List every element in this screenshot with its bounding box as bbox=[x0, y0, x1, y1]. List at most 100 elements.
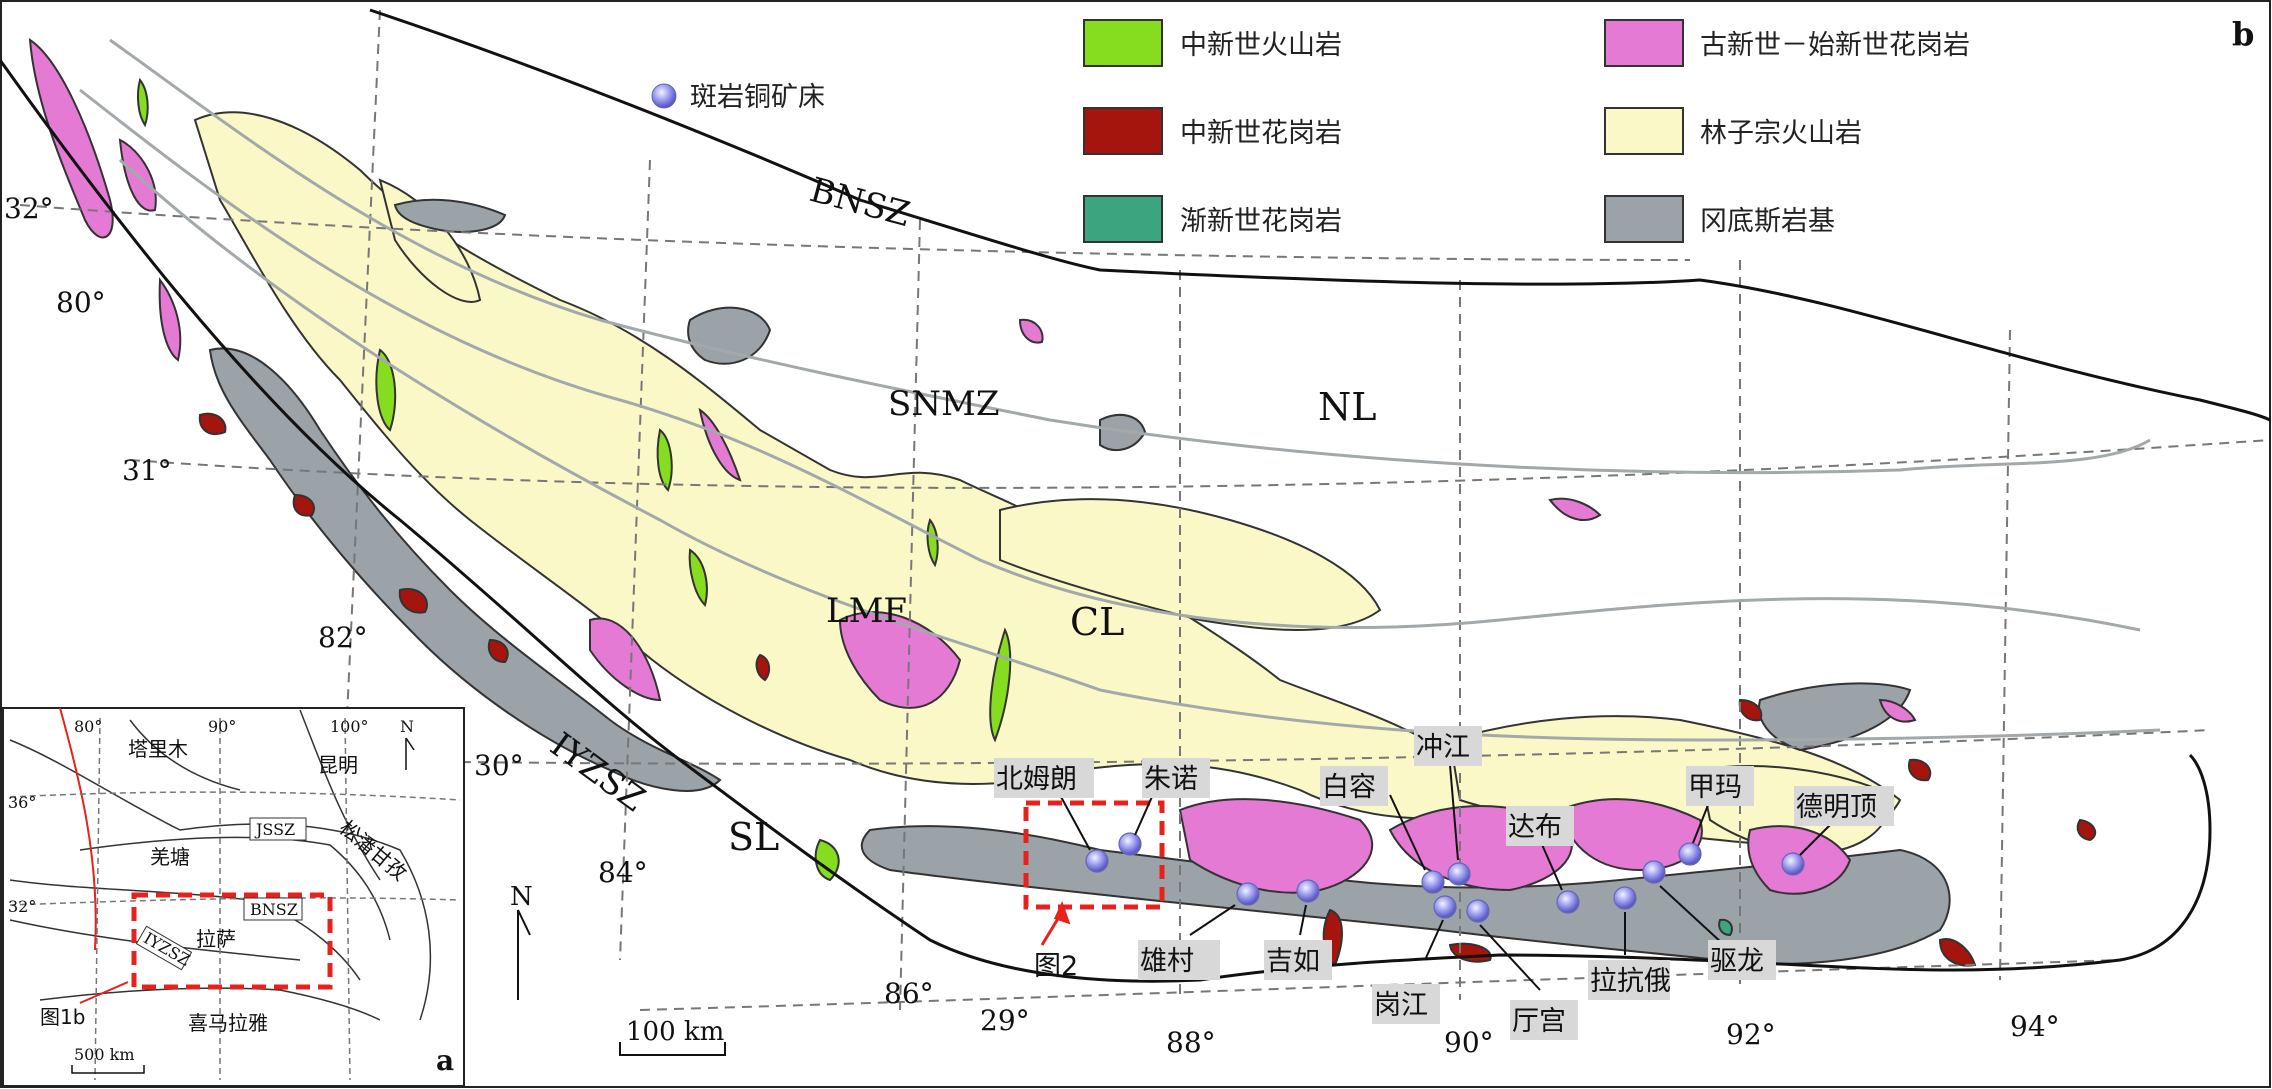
zone-sl: SL bbox=[728, 815, 779, 859]
lon-82: 82° bbox=[318, 621, 368, 654]
label-dabu: 达布 bbox=[1508, 812, 1562, 843]
legend-label-4: 林子宗火山岩 bbox=[1700, 118, 1862, 149]
label-demingding: 德明顶 bbox=[1796, 792, 1877, 823]
deposit-bairong[interactable] bbox=[1421, 870, 1445, 894]
deposit-lakang-e[interactable] bbox=[1613, 886, 1637, 910]
inset-place-qiangtang: 羌塘 bbox=[150, 845, 190, 869]
inset-lon-100: 100° bbox=[330, 717, 369, 736]
miocene-volcanic-5 bbox=[688, 548, 708, 607]
pe-granite-11 bbox=[698, 407, 742, 482]
label-tinggong: 厅宫 bbox=[1512, 1006, 1566, 1037]
inset-lat-32: 32° bbox=[8, 897, 36, 916]
inset-study-box bbox=[131, 892, 333, 990]
inset-jssz-box bbox=[249, 817, 307, 841]
linzizong-volcanic-north bbox=[999, 498, 1382, 631]
label-chongjiang: 冲江 bbox=[1416, 732, 1470, 763]
fig2-box[interactable] bbox=[1023, 800, 1165, 910]
inset-place-lhasa: 拉萨 bbox=[196, 927, 236, 951]
pe-granite-5 bbox=[838, 611, 962, 709]
lon-84: 84° bbox=[598, 856, 648, 889]
lat-29: 29° bbox=[980, 1004, 1030, 1037]
legend-swatches bbox=[1083, 19, 1684, 243]
label-beimulang: 北姆朗 bbox=[996, 764, 1077, 795]
miocene-granite-8 bbox=[1908, 758, 1932, 782]
pe-granite-1 bbox=[28, 38, 114, 239]
deposit-jiama[interactable] bbox=[1678, 842, 1702, 866]
legend-label-1: 中新世花岗岩 bbox=[1180, 118, 1342, 149]
inset-north-label: N bbox=[400, 717, 414, 736]
fig2-label[interactable]: 图2 bbox=[1034, 951, 1078, 982]
legend-label-2: 渐新世花岗岩 bbox=[1180, 206, 1342, 237]
deposit-gangjiang[interactable] bbox=[1433, 895, 1457, 919]
inset-place-himalaya: 喜马拉雅 bbox=[188, 1011, 268, 1035]
pe-granite-4 bbox=[589, 617, 662, 702]
inset-lat-36: 36° bbox=[8, 793, 36, 812]
miocene-volcanic-6 bbox=[814, 838, 840, 882]
zone-snmz: SNMZ bbox=[888, 384, 999, 424]
pe-granite-10 bbox=[1018, 318, 1044, 344]
label-xiongcun: 雄村 bbox=[1140, 946, 1194, 977]
north-arrow bbox=[517, 909, 531, 1000]
deposit-beimulang[interactable] bbox=[1085, 849, 1109, 873]
label-lakang-e: 拉抗俄 bbox=[1590, 966, 1671, 997]
lon-94: 94° bbox=[2010, 1010, 2060, 1043]
deposit-zhunuo[interactable] bbox=[1118, 832, 1142, 856]
inset-lon-90: 90° bbox=[208, 717, 236, 736]
inset-fig-label: 图1b bbox=[40, 1005, 85, 1029]
deposit-jiru[interactable] bbox=[1296, 879, 1320, 903]
pe-granite-13 bbox=[1878, 698, 1917, 723]
zone-lmf: LMF bbox=[826, 591, 907, 631]
lat-32: 32° bbox=[4, 192, 54, 225]
lon-90: 90° bbox=[1444, 1026, 1494, 1059]
deposit-demingding[interactable] bbox=[1781, 852, 1805, 876]
inset-red-arrow bbox=[79, 981, 129, 1004]
inset-suture-jssz: JSSZ bbox=[254, 820, 295, 839]
inset-north-arrow bbox=[405, 737, 415, 770]
deposit-tinggong[interactable] bbox=[1466, 899, 1490, 923]
label-jiama: 甲玛 bbox=[1688, 772, 1742, 803]
miocene-granite-7 bbox=[1738, 698, 1763, 722]
deposit-chongjiang[interactable] bbox=[1447, 862, 1471, 886]
miocene-granite-3 bbox=[398, 588, 428, 614]
deposit-qulong[interactable] bbox=[1642, 860, 1666, 884]
legend-swatch-5 bbox=[1604, 195, 1684, 243]
inset-grid bbox=[9, 717, 461, 1081]
deposit-legend-label: 斑岩铜矿床 bbox=[690, 82, 825, 113]
miocene-granite-1 bbox=[198, 412, 227, 435]
fig2-arrow bbox=[1040, 901, 1071, 946]
zone-nl: NL bbox=[1318, 385, 1376, 429]
pe-granite-12 bbox=[1548, 497, 1602, 521]
deposit-label-bg bbox=[994, 726, 1894, 1040]
lat-31: 31° bbox=[122, 454, 172, 487]
inset-border-red bbox=[59, 707, 97, 951]
legend-swatch-0 bbox=[1083, 19, 1163, 67]
deposit-dabu[interactable] bbox=[1556, 890, 1580, 914]
graticule bbox=[19, 9, 2271, 1011]
zone-cl: CL bbox=[1070, 600, 1124, 644]
inset-iyzsz-box bbox=[135, 925, 193, 971]
legend-swatch-1 bbox=[1083, 107, 1163, 155]
granite-body-bnsz bbox=[393, 198, 507, 233]
label-jiru: 吉如 bbox=[1266, 946, 1320, 977]
label-gangjiang: 岗江 bbox=[1374, 990, 1428, 1021]
lon-92: 92° bbox=[1726, 1018, 1776, 1051]
legend-label-3: 古新世－始新世花岗岩 bbox=[1700, 30, 1970, 61]
inset-place-tarim: 塔里木 bbox=[128, 737, 188, 761]
inset-bnsz-box bbox=[243, 897, 303, 921]
legend-label-5: 冈底斯岩基 bbox=[1700, 206, 1835, 237]
inset-suture-bnsz: BNSZ bbox=[250, 900, 298, 919]
legend-swatch-3 bbox=[1604, 19, 1684, 67]
inset-lon-80: 80° bbox=[74, 717, 102, 736]
miocene-granite-4 bbox=[487, 638, 509, 664]
miocene-granite-11 bbox=[755, 653, 771, 682]
miocene-granite-10 bbox=[1938, 938, 1977, 967]
lon-88: 88° bbox=[1166, 1026, 1216, 1059]
legend-swatch-2 bbox=[1083, 195, 1163, 243]
inset-scale-bar bbox=[71, 1065, 145, 1074]
deposit-markers[interactable] bbox=[1085, 832, 1805, 923]
oligocene-granite-1 bbox=[1718, 918, 1733, 937]
lon-86: 86° bbox=[884, 977, 934, 1010]
deposit-xiongcun[interactable] bbox=[1236, 882, 1260, 906]
miocene-granite-2 bbox=[292, 493, 315, 517]
